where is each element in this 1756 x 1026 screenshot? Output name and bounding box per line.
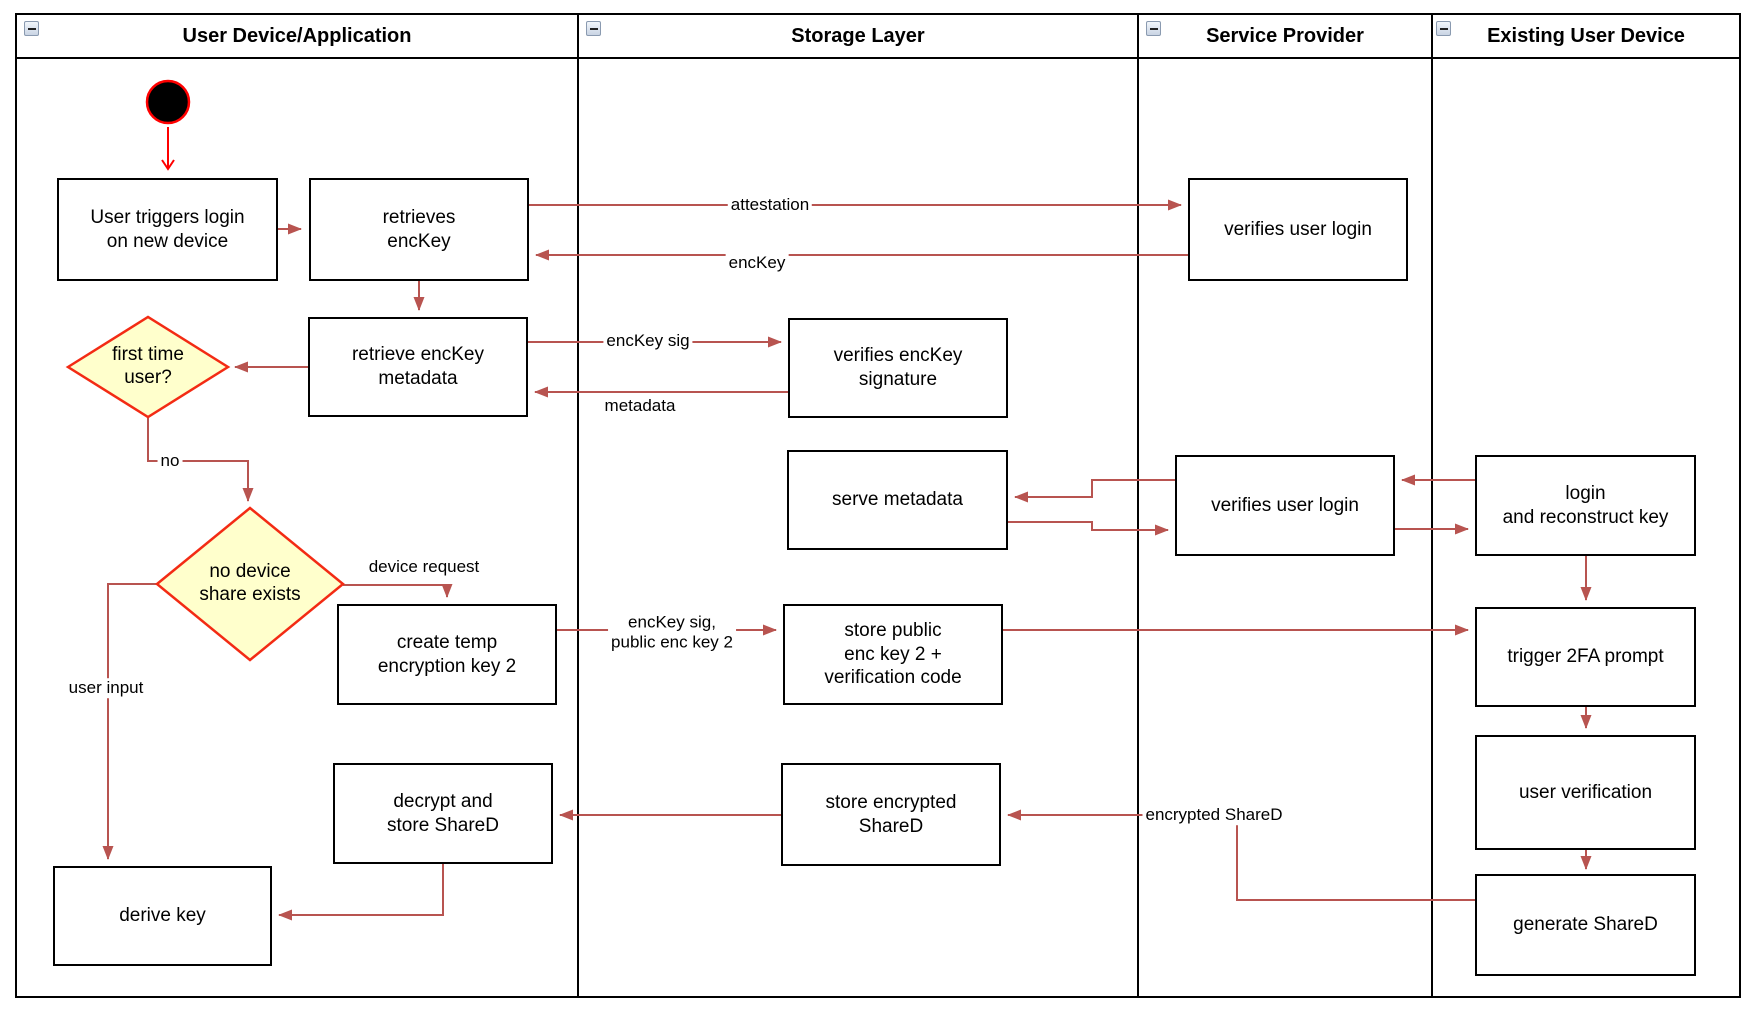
edge-label-device-request: device request xyxy=(365,557,483,577)
edge-label-no: no xyxy=(157,451,183,471)
minus-glyph xyxy=(1149,27,1158,30)
edge-label-enckey: encKey xyxy=(725,253,789,273)
node-decrypt-store-shared[interactable]: decrypt and store ShareD xyxy=(333,763,553,864)
lane-header-user-device[interactable]: User Device/Application xyxy=(182,24,412,47)
collapse-icon[interactable] xyxy=(24,21,39,36)
decision-label-first-time-user: first time user? xyxy=(112,344,184,388)
minus-glyph xyxy=(589,27,598,30)
edge-verifies-to-serve xyxy=(1014,479,1175,503)
pool-border xyxy=(15,13,1741,998)
lane-header-service-provider[interactable]: Service Provider xyxy=(1206,24,1364,47)
node-login-reconstruct-key[interactable]: login and reconstruct key xyxy=(1475,455,1696,556)
collapse-icon[interactable] xyxy=(1436,21,1451,36)
edge-decrypt-to-derive xyxy=(278,864,444,921)
edge-no-branch xyxy=(147,417,254,502)
node-verifies-user-login-mid[interactable]: verifies user login xyxy=(1175,455,1395,556)
node-store-encrypted-shared[interactable]: store encrypted ShareD xyxy=(781,763,1001,866)
lane-header-storage-layer[interactable]: Storage Layer xyxy=(791,24,925,47)
edge-encrypted-shared xyxy=(1007,809,1475,901)
node-retrieve-enckey-metadata[interactable]: retrieve encKey metadata xyxy=(308,317,528,417)
start-node[interactable] xyxy=(145,79,191,125)
node-trigger-2fa-prompt[interactable]: trigger 2FA prompt xyxy=(1475,607,1696,707)
node-verifies-enckey-signature[interactable]: verifies encKey signature xyxy=(788,318,1008,418)
edge-user-input xyxy=(102,583,157,860)
node-create-temp-key[interactable]: create temp encryption key 2 xyxy=(337,604,557,705)
node-user-verification[interactable]: user verification xyxy=(1475,735,1696,850)
node-retrieves-enckey[interactable]: retrieves encKey xyxy=(309,178,529,281)
edge-label-user-input: user input xyxy=(65,678,147,698)
node-generate-shared[interactable]: generate ShareD xyxy=(1475,874,1696,976)
decision-no-device-share[interactable] xyxy=(155,506,345,662)
lane-header-existing-device[interactable]: Existing User Device xyxy=(1487,24,1685,47)
node-store-public-enc-key[interactable]: store public enc key 2 + verification co… xyxy=(783,604,1003,705)
edge-serve-to-verifies xyxy=(1008,521,1169,536)
node-serve-metadata[interactable]: serve metadata xyxy=(787,450,1008,550)
edge-label-enckey-sig: encKey sig xyxy=(603,331,693,351)
edge-label-encrypted-shared: encrypted ShareD xyxy=(1142,805,1286,825)
node-verifies-user-login-top[interactable]: verifies user login xyxy=(1188,178,1408,281)
collapse-icon[interactable] xyxy=(586,21,601,36)
node-derive-key[interactable]: derive key xyxy=(53,866,272,966)
node-user-triggers-login[interactable]: User triggers login on new device xyxy=(57,178,278,281)
collapse-icon[interactable] xyxy=(1146,21,1161,36)
minus-glyph xyxy=(27,27,36,30)
edge-label-enckey-sig-public: encKey sig, public enc key 2 xyxy=(608,612,736,652)
edge-label-metadata: metadata xyxy=(601,396,679,416)
swimlane-frame xyxy=(15,13,1741,998)
decision-label-no-device-share: no device share exists xyxy=(199,561,301,605)
decision-first-time-user[interactable] xyxy=(65,315,231,419)
minus-glyph xyxy=(1439,27,1448,30)
edge-label-attestation: attestation xyxy=(727,195,813,215)
edge-device-request xyxy=(343,584,453,598)
